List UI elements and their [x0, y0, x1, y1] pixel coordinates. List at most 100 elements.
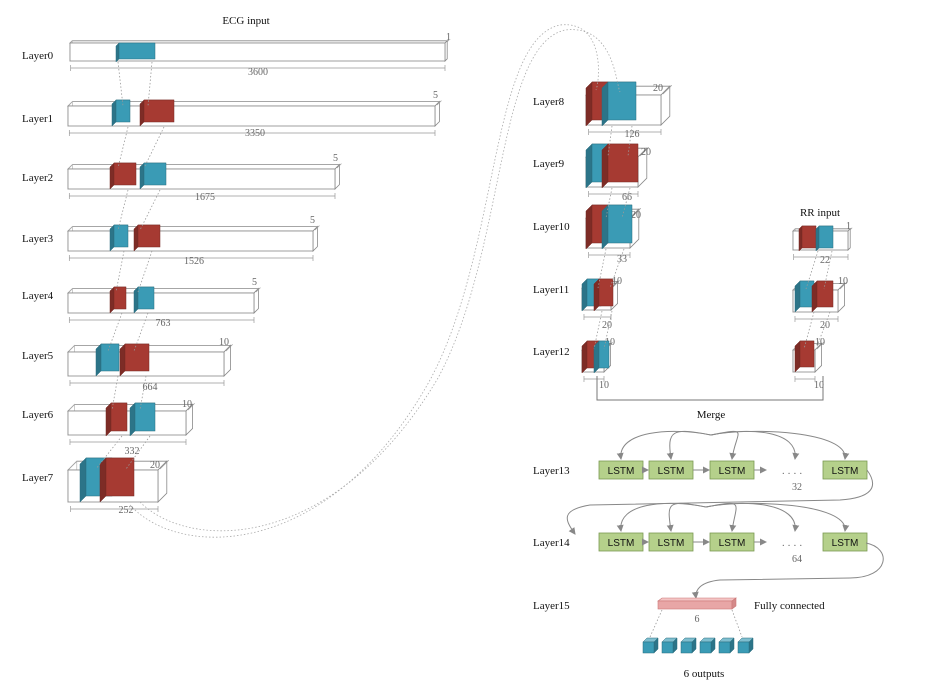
slab-top: [67, 164, 341, 170]
lstm-input-arrow: [616, 502, 707, 532]
slab-side: [334, 163, 340, 190]
output-unit-cube: [642, 637, 659, 654]
layer7-to-layer8-dotted-path: [129, 24, 599, 538]
layer3-tensor: 1526 5: [67, 215, 320, 267]
teal-kernel-cube: [133, 286, 155, 314]
layer9-depth: 20: [641, 147, 651, 158]
lstm-input-arrow: [710, 430, 739, 460]
lstm-cell-label: LSTM: [608, 538, 635, 549]
depth-dimension-line: [314, 225, 320, 231]
depth-dimension-line: [336, 163, 342, 169]
output-unit-cube: [661, 637, 678, 654]
layer2-label: Layer2: [22, 172, 53, 184]
lstm-input-arrow: [710, 430, 800, 460]
length-dimension-line: [70, 506, 159, 512]
layer9-label: Layer9: [533, 158, 565, 170]
slab-front: [67, 230, 314, 252]
outputs-label: 6 outputs: [684, 668, 725, 680]
layer14-label: Layer14: [533, 537, 570, 549]
layer7-depth: 20: [150, 460, 160, 471]
teal-kernel-cube: [109, 224, 129, 252]
layer2-depth: 5: [333, 153, 338, 164]
lstm-cell: LSTM: [598, 460, 644, 480]
teal-kernel-cube: [794, 280, 815, 313]
lstm-cell: LSTM: [648, 532, 694, 552]
layer7-label: Layer7: [22, 472, 54, 484]
depth-dimension-line: [159, 459, 170, 470]
length-dimension-line: [68, 193, 336, 199]
layer7-length: 252: [119, 505, 134, 516]
layer3-depth: 5: [310, 215, 315, 226]
fc-front: [657, 600, 733, 610]
red-kernel-cube: [99, 457, 135, 503]
layer8-length: 126: [625, 129, 640, 140]
red-kernel-cube: [109, 162, 137, 190]
layer14-count: 64: [792, 554, 802, 565]
lstm-cell: LSTM: [648, 460, 694, 480]
layer15-label: Layer15: [533, 600, 570, 612]
fc-label: Fully connected: [754, 600, 825, 612]
lstm-cell: LSTM: [822, 532, 868, 552]
lstm-cell: LSTM: [709, 460, 755, 480]
teal-kernel-cube: [111, 99, 131, 127]
depth-dimension-line: [436, 100, 442, 106]
layer0-length: 3600: [248, 67, 268, 78]
output-unit-cube: [737, 637, 754, 654]
fc-top: [657, 597, 737, 602]
layer10-depth: 20: [631, 210, 641, 221]
layer5-length: 664: [143, 382, 158, 393]
layer3-label: Layer3: [22, 233, 54, 245]
layer5-label: Layer5: [22, 350, 54, 362]
layer10-label: Layer10: [533, 221, 570, 233]
layer1-label: Layer1: [22, 113, 53, 125]
rr-layer12-depth: 10: [815, 337, 825, 348]
length-dimension-line: [588, 191, 639, 197]
kernel-connectors: [95, 61, 833, 470]
lstm-cell-label: LSTM: [719, 466, 746, 477]
layer0-slab: [69, 39, 450, 71]
lstm-cell: LSTM: [822, 460, 868, 480]
layer4-label: Layer4: [22, 290, 54, 302]
length-dimension-line: [793, 254, 849, 260]
layer11-length: 20: [602, 320, 612, 331]
layer12-length: 10: [599, 380, 609, 391]
layer2-length: 1675: [195, 192, 215, 203]
layer4-length: 763: [156, 318, 171, 329]
teal-kernel-cube: [95, 343, 120, 377]
layer4-depth: 5: [252, 277, 257, 288]
fully-connected-layer: [657, 597, 737, 610]
layer6-label: Layer6: [22, 409, 54, 421]
length-dimension-line: [583, 376, 605, 382]
output-unit-cube: [718, 637, 735, 654]
teal-kernel-cube: [115, 42, 156, 63]
fc-size: 6: [695, 614, 700, 625]
red-kernel-cube: [119, 343, 150, 377]
red-kernel-cube: [593, 278, 614, 312]
rr-input-title: RR input: [800, 207, 840, 219]
layer8-label: Layer8: [533, 96, 565, 108]
depth-dimension-line: [446, 39, 450, 43]
slab-front: [67, 292, 255, 314]
slab-front: [67, 168, 336, 190]
lstm-cell-label: LSTM: [832, 466, 859, 477]
length-dimension-line: [68, 317, 255, 323]
length-dimension-line: [794, 316, 839, 322]
red-kernel-cube: [794, 340, 815, 373]
rr-input-depth: 1: [846, 221, 851, 232]
depth-dimension-line: [639, 146, 650, 157]
lstm-cell: LSTM: [598, 532, 644, 552]
layer5-slab: [67, 344, 233, 386]
layer5-depth: 10: [219, 337, 229, 348]
output-unit-cube: [680, 637, 697, 654]
convolution-kernels: [79, 42, 834, 503]
length-dimension-line: [794, 376, 816, 382]
length-dimension-line: [69, 439, 187, 445]
layer0-depth: 1: [446, 32, 451, 43]
depth-dimension-line: [255, 287, 261, 293]
length-dimension-line: [588, 252, 631, 258]
layer3-slab: [67, 225, 320, 261]
lstm-cell: LSTM: [709, 532, 755, 552]
layer11-depth: 10: [612, 276, 622, 287]
slab-front: [69, 42, 446, 62]
layer0-tensor: 3600 1: [69, 32, 451, 78]
